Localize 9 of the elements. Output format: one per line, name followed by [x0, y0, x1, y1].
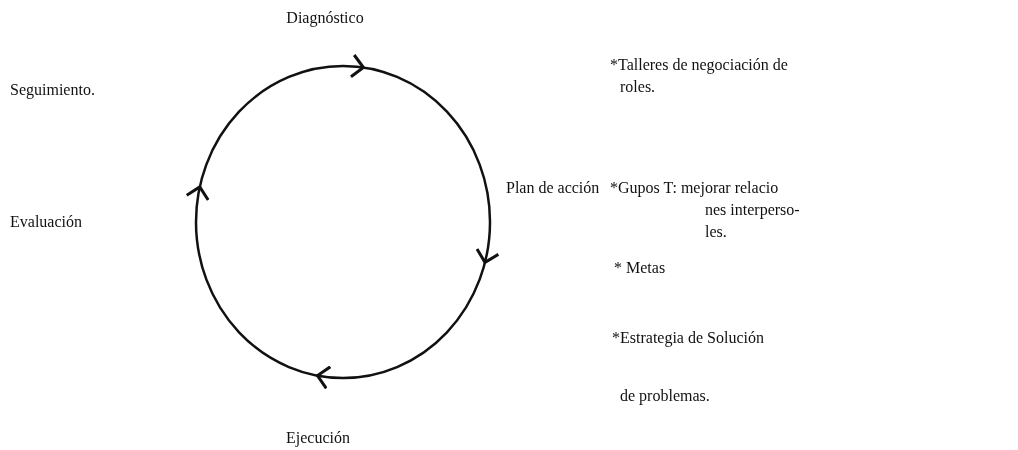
- bullet-note: *Estrategia de Solución de problemas.: [612, 328, 765, 407]
- stage-label: Ejecución: [286, 427, 350, 449]
- stage-label: Plan de acción: [506, 177, 600, 199]
- bullet-note: *Talleres de negociación de roles.: [610, 55, 789, 97]
- bullet-note: *Gupos T: mejorar relacio nes interperso- les.: [610, 178, 800, 242]
- stage-label: Diagnóstico: [286, 7, 364, 29]
- stage-label: Evaluación: [10, 211, 82, 233]
- stage-label: Seguimiento.: [10, 79, 95, 101]
- bullet-note: * Metas: [614, 258, 667, 278]
